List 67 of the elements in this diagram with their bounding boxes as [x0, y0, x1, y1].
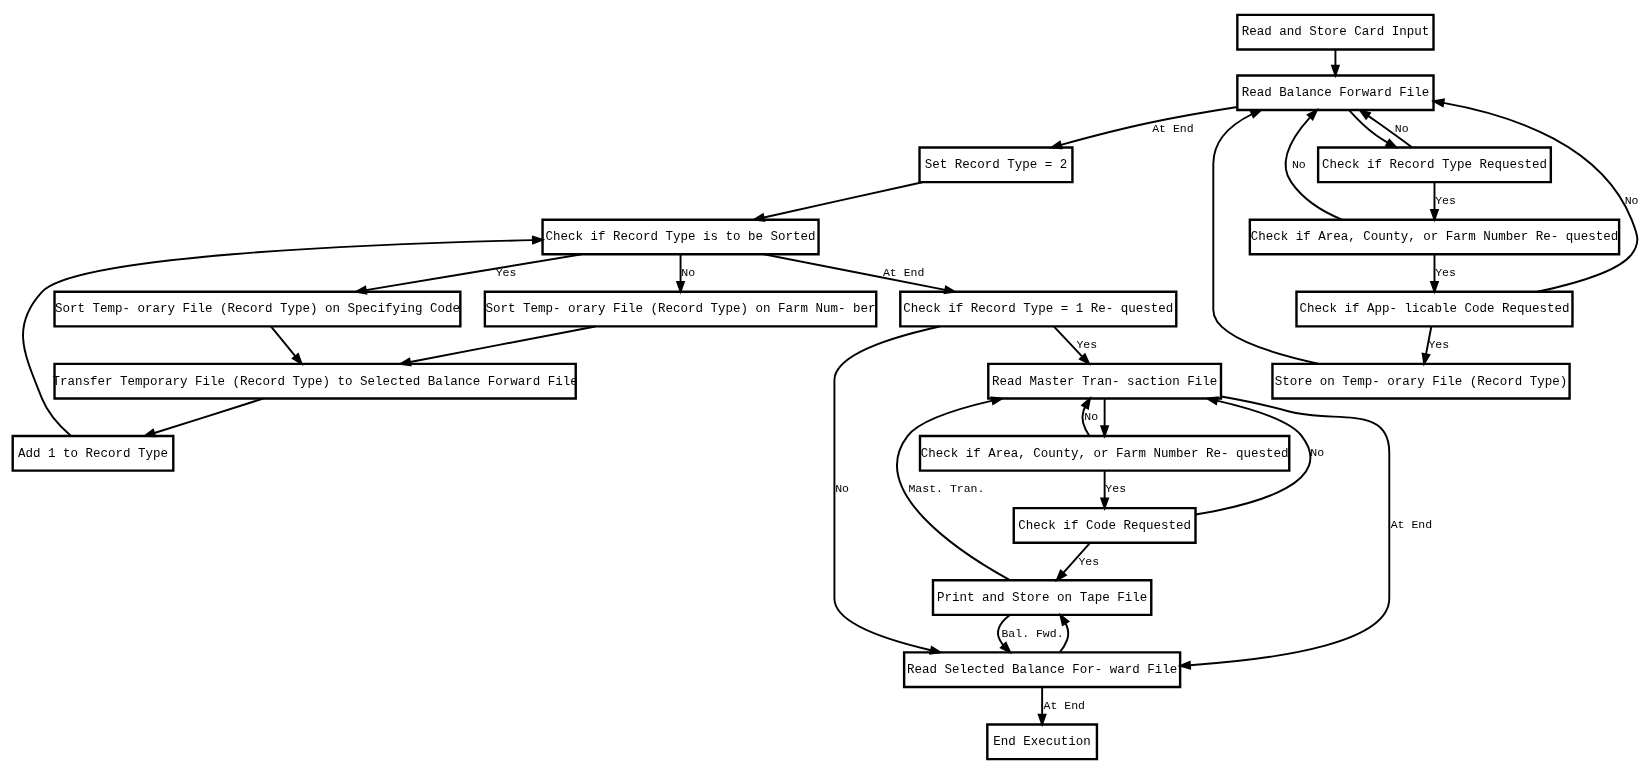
arrow: [997, 614, 1013, 655]
edge-label: Yes: [495, 266, 517, 280]
node-box: Print and Store on Tape File: [931, 579, 1153, 617]
edge-label: At End: [1152, 121, 1194, 135]
arrow: [270, 325, 304, 366]
arrow: [1357, 108, 1414, 149]
arrow: [22, 235, 546, 437]
edge-label: No: [1291, 157, 1306, 171]
arrow: [1429, 181, 1440, 223]
arrow: [1212, 109, 1321, 365]
node-box: Check if App- licable Code Requested: [1295, 290, 1574, 328]
node-box: Sort Temp- orary File (Record Type) on Specifying Code: [53, 290, 462, 328]
arrow: [1099, 470, 1110, 511]
node-box: End Execution: [986, 723, 1099, 761]
node-box: Store on Temp- orary File (Record Type): [1271, 362, 1571, 400]
arrow: [1048, 106, 1239, 150]
arrow: [1284, 108, 1343, 221]
node-box: Check if Area, County, or Farm Number Re- quested: [1248, 218, 1621, 256]
arrow: [353, 253, 583, 295]
arrow: [1421, 325, 1433, 367]
edge-label: At End: [882, 266, 925, 280]
node-box: Check if Record Type is to be Sorted: [541, 218, 820, 256]
node-box: Check if Record Type = 1 Re- quested: [899, 290, 1178, 328]
edge-label: Yes: [1435, 193, 1456, 207]
arrow: [1099, 397, 1110, 439]
node-box: Check if Record Type Requested: [1316, 146, 1553, 184]
arrow: [1058, 612, 1071, 654]
edge-label: At End: [1043, 698, 1085, 712]
arrow: [833, 325, 944, 655]
arrow: [1348, 109, 1399, 149]
node-box: Read Balance Forward File: [1236, 74, 1435, 112]
edge-label: Yes: [1076, 338, 1098, 352]
arrow: [1194, 396, 1312, 516]
arrow: [1177, 395, 1391, 670]
edge-label: No: [1310, 446, 1325, 460]
node-box: Add 1 to Record Type: [11, 434, 175, 472]
arrow: [896, 396, 1011, 582]
arrow: [675, 253, 686, 295]
node-box: Check if Area, County, or Farm Number Re- quested: [918, 434, 1291, 472]
edge-label: No: [1084, 410, 1099, 424]
arrow: [142, 397, 265, 438]
node-box: Read Selected Balance For- ward File: [902, 651, 1182, 689]
edge-label: Bal. Fwd.: [1001, 626, 1064, 640]
edge-label: No: [835, 482, 850, 496]
arrow: [1053, 325, 1092, 366]
arrow: [397, 325, 597, 367]
edge-label: Yes: [1078, 554, 1100, 568]
arrow: [1429, 253, 1440, 295]
edge-label: Mast. Tran.: [908, 482, 985, 496]
node-box: Read Master Tran- saction File: [987, 362, 1223, 400]
arrow: [1330, 48, 1341, 79]
arrow: [1037, 686, 1047, 728]
node-box: Sort Temp- orary File (Record Type) on Farm Num- ber: [483, 290, 878, 328]
arrow: [763, 253, 958, 295]
edge-label: At End: [1390, 518, 1433, 532]
arrow: [1054, 542, 1091, 583]
edge-label: No: [681, 266, 696, 280]
node-box: Check if Code Requested: [1012, 506, 1197, 544]
edge-label: No: [1394, 121, 1409, 135]
edge-label: Yes: [1435, 266, 1456, 280]
arrow: [1080, 396, 1092, 437]
arrow: [1431, 98, 1639, 293]
edge-label: No: [1624, 193, 1639, 207]
node-box: Read and Store Card Input: [1236, 13, 1435, 51]
edge-label: Yes: [1428, 338, 1450, 352]
arrow: [751, 181, 924, 222]
node-box: Set Record Type = 2: [918, 146, 1074, 184]
